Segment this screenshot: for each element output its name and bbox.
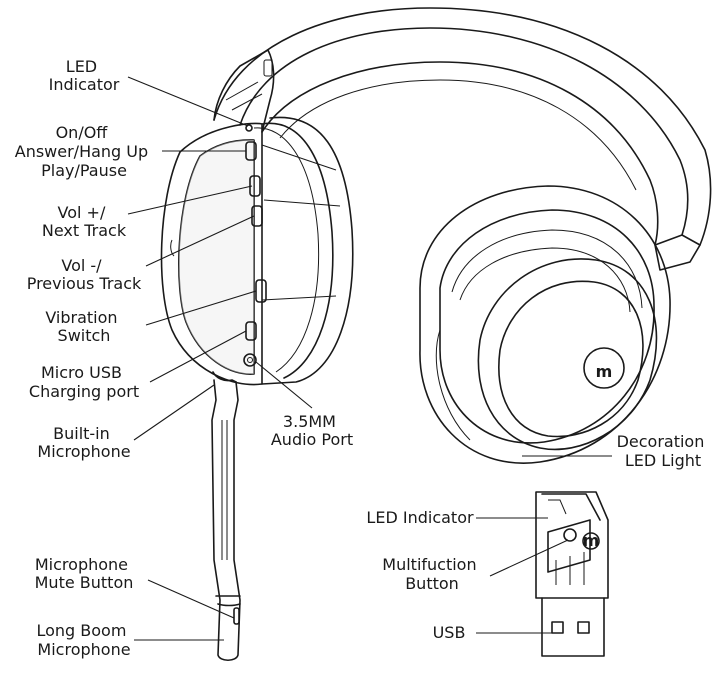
- label-mute-button: Microphone Mute Button: [35, 555, 134, 592]
- label-dongle-led: LED Indicator: [366, 508, 474, 527]
- labels: LED Indicator On/Off Answer/Hang Up Play…: [15, 57, 710, 659]
- dongle-logo-letter: m: [583, 531, 600, 550]
- label-vol-up: Vol +/ Next Track: [42, 203, 127, 240]
- right-ear-cup: m: [419, 185, 671, 464]
- headband: [213, 7, 712, 271]
- usb-dongle: m: [535, 491, 609, 657]
- label-multifunction: Multifuction Button: [382, 555, 481, 593]
- logo-letter: m: [596, 362, 613, 381]
- label-vol-down: Vol -/ Previous Track: [27, 256, 142, 293]
- label-on-off: On/Off Answer/Hang Up Play/Pause: [15, 123, 154, 180]
- label-usb: USB: [433, 623, 466, 642]
- label-long-boom: Long Boom Microphone: [36, 621, 131, 659]
- label-micro-usb: Micro USB Charging port: [29, 363, 139, 401]
- leader-lines: [127, 76, 612, 641]
- label-builtin-mic: Built-in Microphone: [37, 424, 130, 461]
- left-ear-cup: [160, 116, 354, 386]
- label-led-indicator: LED Indicator: [49, 57, 120, 94]
- boom-microphone: [211, 371, 241, 662]
- label-decoration-led: Decoration LED Light: [617, 432, 710, 470]
- label-vibration: Vibration Switch: [45, 308, 122, 345]
- label-audio-port: 3.5MM Audio Port: [271, 412, 353, 449]
